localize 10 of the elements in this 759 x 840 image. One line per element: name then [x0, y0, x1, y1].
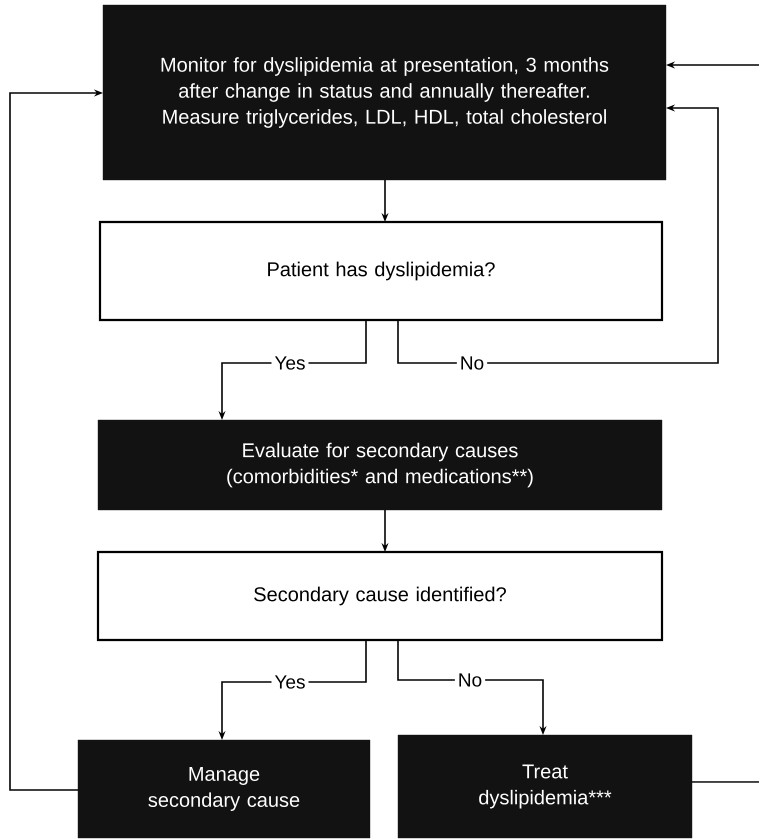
process-box: Treat dyslipidemia*** — [398, 734, 692, 838]
process-box: Evaluate for secondary causes (comorbidities* and medications**) — [98, 420, 662, 510]
decision-box: Patient has dyslipidemia? — [98, 220, 664, 322]
process-box: Monitor for dyslipidemia at presentation, 3 months after change in status and annually thereafter. Measure triglycerides, LDL, HDL, total cholesterol — [102, 4, 666, 180]
edge-label: No — [456, 353, 488, 373]
edge-label: Yes — [272, 672, 308, 692]
process-box: Manage secondary cause — [78, 740, 370, 838]
edge-label: Yes — [272, 353, 308, 373]
decision-box: Secondary cause identified? — [96, 550, 664, 642]
edge-label: No — [454, 670, 486, 690]
